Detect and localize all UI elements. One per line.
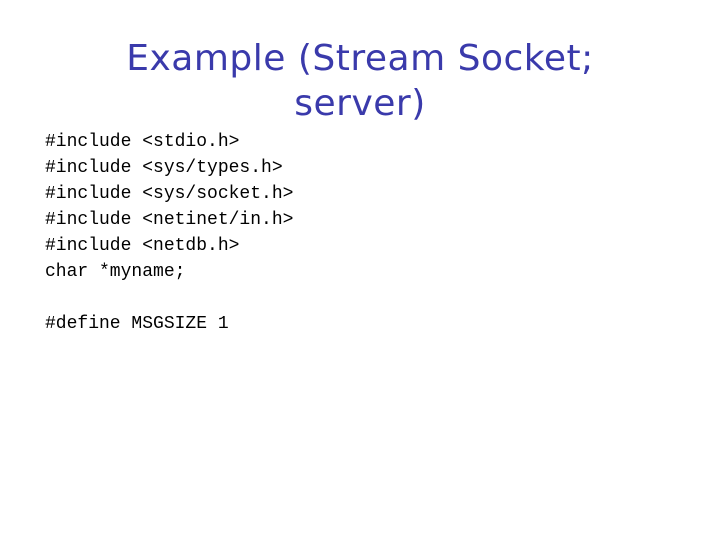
- code-line: char *myname;: [45, 262, 186, 282]
- code-block: #include <stdio.h> #include <sys/types.h…: [45, 129, 293, 337]
- code-line: #include <sys/socket.h>: [45, 184, 294, 204]
- code-line-blank: [45, 285, 293, 311]
- code-line: #define MSGSIZE 1: [45, 314, 229, 334]
- code-line: #include <netdb.h>: [45, 236, 240, 256]
- code-line: #include <netinet/in.h>: [45, 210, 294, 230]
- code-line: #include <stdio.h>: [45, 132, 240, 152]
- slide-title-line-1: Example (Stream Socket;: [126, 38, 594, 80]
- slide-title: Example (Stream Socket; server): [60, 36, 660, 126]
- slide-title-line-2: server): [294, 83, 426, 125]
- code-line: #include <sys/types.h>: [45, 158, 283, 178]
